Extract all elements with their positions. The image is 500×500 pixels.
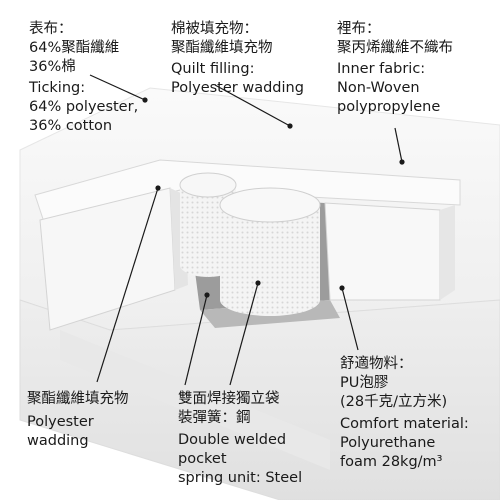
wadding-en-2: wadding — [27, 433, 89, 449]
label-spring-unit: 雙面焊接獨立袋 裝彈簧：鋼 Double welded pocket sprin… — [178, 390, 302, 488]
leader-comfort-material — [341, 287, 359, 351]
inner-en-1: Inner fabric: — [337, 61, 426, 77]
leader-polyester-wadding — [96, 187, 159, 383]
quilt-zh-1: 棉被填充物： — [171, 21, 258, 37]
comfort-zh-2: PU泡膠 — [340, 375, 389, 391]
ticking-zh-2: 64%聚酯纖維 — [29, 40, 120, 56]
ticking-en-3: 36% cotton — [29, 118, 113, 134]
pocket-spring-front — [219, 187, 321, 316]
comfort-en-2: Polyurethane — [340, 435, 436, 451]
label-comfort-material: 舒適物料： PU泡膠 (28千克/立方米) Comfort material: … — [340, 355, 469, 472]
label-quilt-filling: 棉被填充物： 聚酯纖維填充物 Quilt filling: Polyester … — [171, 20, 304, 98]
leader-spring-unit — [184, 294, 208, 386]
inner-zh-1: 裡布： — [337, 21, 381, 37]
spring-zh-2: 裝彈簧：鋼 — [178, 410, 251, 426]
inner-en-2: Non-Woven — [337, 80, 420, 96]
quilt-en-1: Quilt filling: — [171, 61, 255, 77]
quilt-zh-2: 聚酯纖維填充物 — [171, 40, 273, 56]
label-inner-fabric: 裡布： 聚丙烯纖維不織布 Inner fabric: Non-Woven pol… — [337, 20, 453, 117]
wadding-zh-1: 聚酯纖維填充物 — [27, 391, 129, 407]
leader-spring-unit-2 — [229, 282, 259, 386]
comfort-en-3: foam 28kg/m³ — [340, 454, 443, 470]
inner-zh-2: 聚丙烯纖維不織布 — [337, 40, 453, 56]
comfort-zh-3: (28千克/立方米) — [340, 394, 448, 410]
spring-en-1: Double welded — [178, 432, 287, 448]
leader-inner-fabric — [394, 127, 403, 163]
spring-zh-1: 雙面焊接獨立袋 — [178, 391, 280, 407]
ticking-en-2: 64% polyester, — [29, 99, 139, 115]
label-ticking: 表布： 64%聚酯纖維 36%棉 Ticking: 64% polyester,… — [29, 20, 138, 136]
inner-en-3: polypropylene — [337, 99, 441, 115]
ticking-en-1: Ticking: — [29, 80, 86, 96]
wadding-en-1: Polyester — [27, 414, 94, 430]
spring-en-2: pocket — [178, 451, 227, 467]
mattress-front-side — [19, 299, 500, 500]
comfort-zh-1: 舒適物料： — [340, 356, 413, 372]
quilt-en-2: Polyester wadding — [171, 80, 304, 96]
leader-quilt-filling — [214, 84, 291, 127]
leader-ticking — [89, 74, 146, 101]
mattress-bottom-layer — [60, 330, 330, 470]
ticking-zh-3: 36%棉 — [29, 59, 76, 75]
comfort-en-1: Comfort material: — [340, 416, 469, 432]
label-polyester-wadding: 聚酯纖維填充物 Polyester wadding — [27, 390, 129, 451]
ticking-zh-1: 表布： — [29, 21, 73, 37]
spring-en-3: spring unit: Steel — [178, 470, 303, 486]
